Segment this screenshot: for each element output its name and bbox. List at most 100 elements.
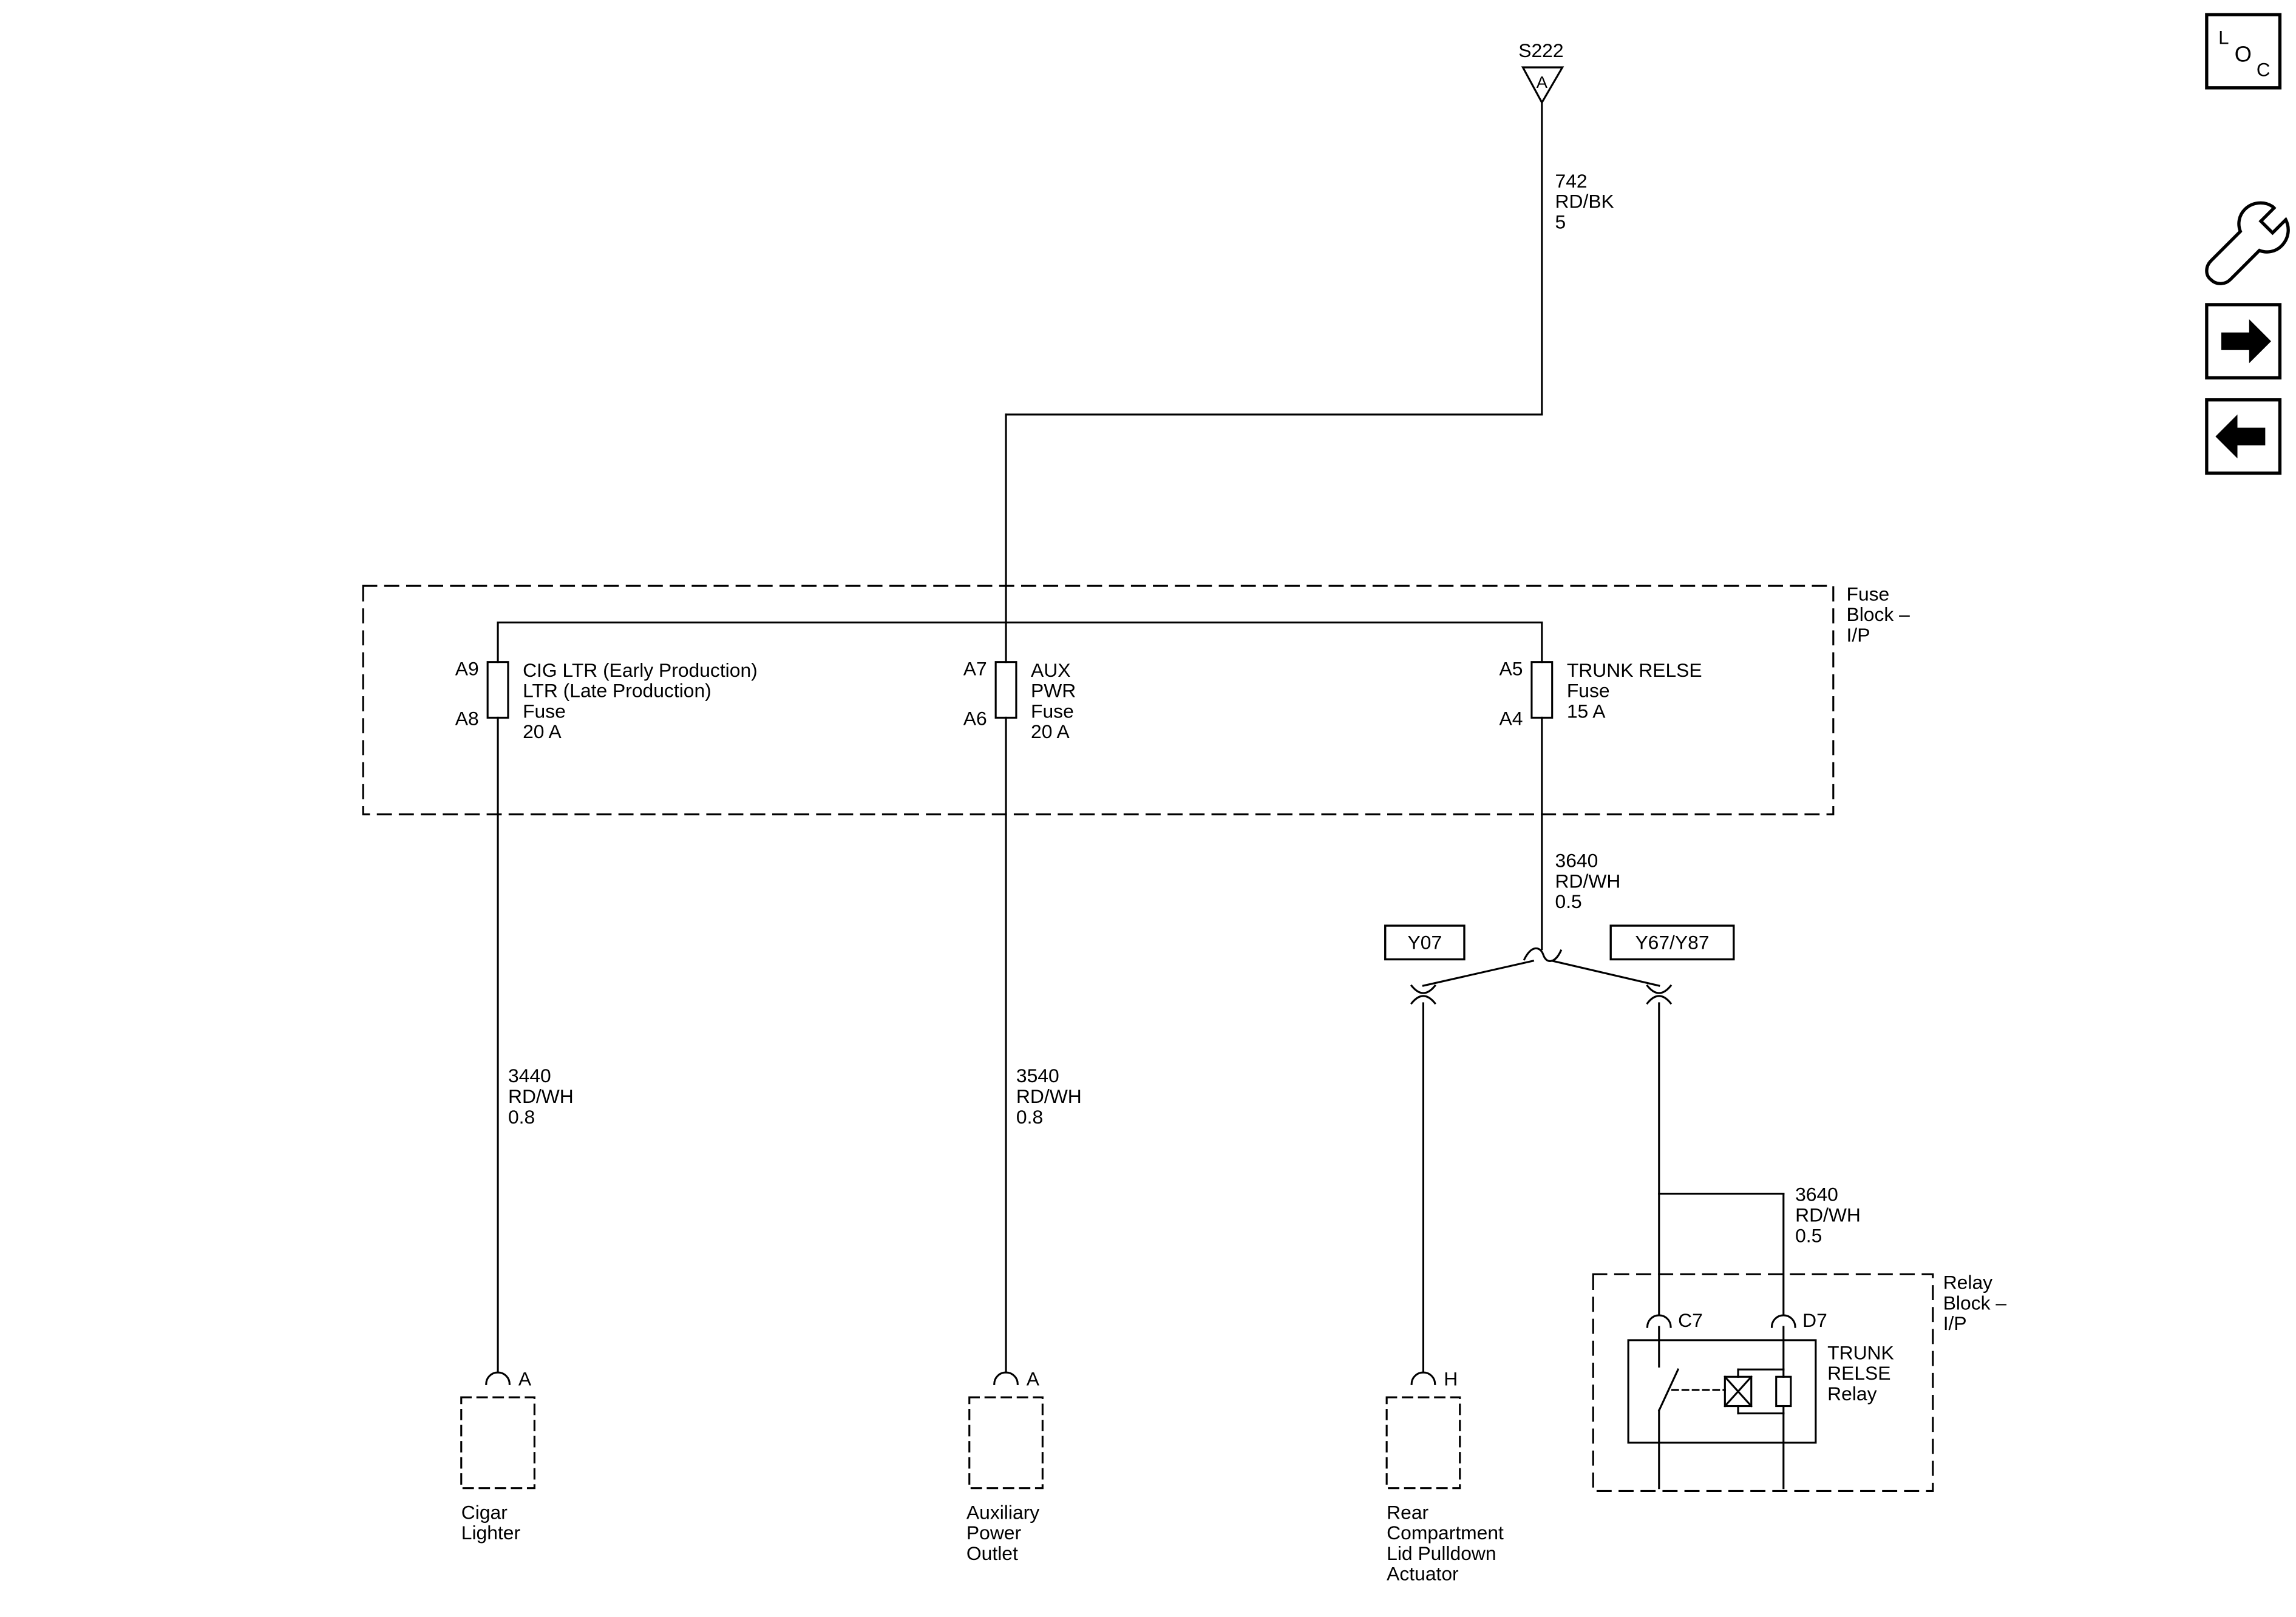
component-name: Cigar (461, 1501, 508, 1523)
component-name: Outlet (966, 1542, 1018, 1564)
fuse-name: Fuse (1031, 700, 1074, 722)
connector-symbol (1770, 1314, 1796, 1328)
wire-742-circuit: 742 (1555, 170, 1588, 192)
relay-name: TRUNK (1827, 1341, 1894, 1363)
component-name: Rear (1387, 1501, 1428, 1523)
fuse-pin-top: A7 (963, 657, 987, 679)
connector-symbol (993, 1371, 1019, 1385)
fuse-name: Fuse (1567, 680, 1610, 702)
fuse-block-ip: Fuse Block – I/P A9 A8 CIG LTR (Early Pr… (362, 583, 1911, 816)
fuse-block-label: I/P (1847, 624, 1870, 646)
previous-page-button[interactable] (2205, 398, 2282, 475)
wire-3540-gauge: 0.8 (1016, 1106, 1043, 1128)
component-pin-label: A (1027, 1368, 1040, 1390)
inline-connector-symbol (1646, 995, 1673, 1005)
connector-symbol (1646, 1314, 1672, 1328)
wire-3640-circuit: 3640 (1555, 850, 1598, 872)
arrow-left-icon[interactable] (2215, 414, 2266, 459)
fuse-pin-bottom: A6 (963, 707, 987, 729)
relay-name: RELSE (1827, 1362, 1890, 1384)
relay-block-ip: Relay Block – I/P C7 D7 TRUNK RELSE Rela… (1592, 1271, 2007, 1493)
inline-connector-symbol (1646, 984, 1673, 994)
wire-3640-gauge: 0.5 (1555, 890, 1582, 912)
fuse-symbol (1530, 661, 1554, 719)
fuse-symbol (486, 661, 509, 719)
wire-3540-circuit: 3540 (1016, 1065, 1059, 1086)
fuse-rating: 15 A (1567, 700, 1606, 722)
wire-3440-circuit: 3440 (508, 1065, 551, 1086)
loc-button-frame[interactable] (2205, 13, 2282, 90)
relay-resistor-symbol (1775, 1375, 1792, 1408)
connector-ref-box[interactable] (1384, 924, 1466, 961)
fuse-pin-top: A5 (1500, 657, 1523, 679)
fuse-rating: 20 A (523, 720, 562, 742)
component-box-rear-actuator (1385, 1396, 1461, 1490)
wrench-icon[interactable] (2205, 201, 2290, 285)
component-name: Lid Pulldown (1387, 1542, 1496, 1564)
branch-aux-power-outlet: 3540 RD/WH 0.8 A Auxiliary Power Outlet (966, 716, 1082, 1564)
relay-coil-x (1724, 1375, 1753, 1408)
connector-symbol (1410, 1371, 1436, 1385)
loc-letter-l: L (2218, 27, 2229, 48)
splice-s222: S222 A (1518, 39, 1564, 105)
fuse-symbol (994, 661, 1017, 719)
connector-ref-box[interactable] (1609, 924, 1735, 961)
relay-pin-label: C7 (1678, 1309, 1703, 1331)
fuse-name: AUX (1031, 659, 1070, 681)
wire-742-color: RD/BK (1555, 191, 1614, 212)
loc-letter-o: O (2235, 41, 2252, 66)
connector-symbol (485, 1371, 511, 1385)
relay-block-label: Relay (1943, 1271, 1992, 1293)
relay-block-label: Block – (1943, 1292, 2007, 1314)
arrow-right-icon[interactable] (2221, 319, 2271, 364)
component-box-cigar-lighter (460, 1396, 535, 1490)
loc-letter-c: C (2257, 59, 2271, 80)
component-name: Actuator (1387, 1563, 1459, 1585)
wire-3640-color: RD/WH (1555, 870, 1621, 892)
fuse-name: LTR (Late Production) (523, 680, 712, 702)
feed-wire-742: 742 RD/BK 5 (1005, 101, 1614, 624)
fuse-name: CIG LTR (Early Production) (523, 659, 758, 681)
wire-742-gauge: 5 (1555, 211, 1566, 232)
wire-3640-color: RD/WH (1795, 1204, 1861, 1225)
branch-trunk-relse: 3640 RD/WH 0.5 Y07 Y67/Y87 H Rear Compar… (1384, 716, 1861, 1585)
relay-block-label: I/P (1943, 1312, 1967, 1334)
wire-segment (1422, 960, 1535, 987)
loc-button[interactable]: L O C (2205, 13, 2282, 90)
splice-symbol (1523, 947, 1563, 962)
tools-button[interactable] (2205, 201, 2290, 285)
component-pin-label: A (518, 1368, 532, 1390)
component-name: Lighter (461, 1522, 521, 1544)
fuse-rating: 20 A (1031, 720, 1070, 742)
wire-3440-gauge: 0.8 (508, 1106, 535, 1128)
component-pin-label: H (1444, 1368, 1458, 1390)
component-box-aux-power-outlet (968, 1396, 1044, 1490)
splice-pin-label: A (1537, 73, 1548, 92)
fuse-block-label: Block – (1847, 603, 1911, 625)
connector-ref-label[interactable]: Y67/Y87 (1635, 932, 1709, 954)
fuse-pin-top: A9 (455, 657, 479, 679)
fuse-block-label: Fuse (1847, 583, 1890, 605)
relay-body (1627, 1339, 1817, 1444)
next-page-button[interactable] (2205, 303, 2282, 380)
relay-block-boundary (1592, 1273, 1934, 1493)
relay-name: Relay (1827, 1383, 1877, 1405)
fuse-trunk-relse: A5 A4 TRUNK RELSE Fuse 15 A (1500, 621, 1702, 729)
component-name: Auxiliary (966, 1501, 1039, 1523)
connector-ref-y07[interactable]: Y07 (1384, 924, 1466, 961)
wire-3640-gauge: 0.5 (1795, 1224, 1822, 1246)
fuse-pin-bottom: A4 (1500, 707, 1523, 729)
fuse-aux-pwr: A7 A6 AUX PWR Fuse 20 A (963, 621, 1076, 742)
splice-triangle-symbol (1521, 66, 1564, 105)
fuse-name: TRUNK RELSE (1567, 659, 1702, 681)
wire-3640-circuit: 3640 (1795, 1184, 1838, 1205)
relay-pin-label: D7 (1802, 1309, 1827, 1331)
branch-cigar-lighter: 3440 RD/WH 0.8 A Cigar Lighter (460, 716, 574, 1544)
fuse-name: Fuse (523, 700, 566, 722)
wire-3440-color: RD/WH (508, 1085, 574, 1107)
connector-ref-y67-y87[interactable]: Y67/Y87 (1609, 924, 1735, 961)
connector-ref-label[interactable]: Y07 (1408, 932, 1442, 954)
wire-3540-color: RD/WH (1016, 1085, 1082, 1107)
component-name: Power (966, 1522, 1022, 1544)
